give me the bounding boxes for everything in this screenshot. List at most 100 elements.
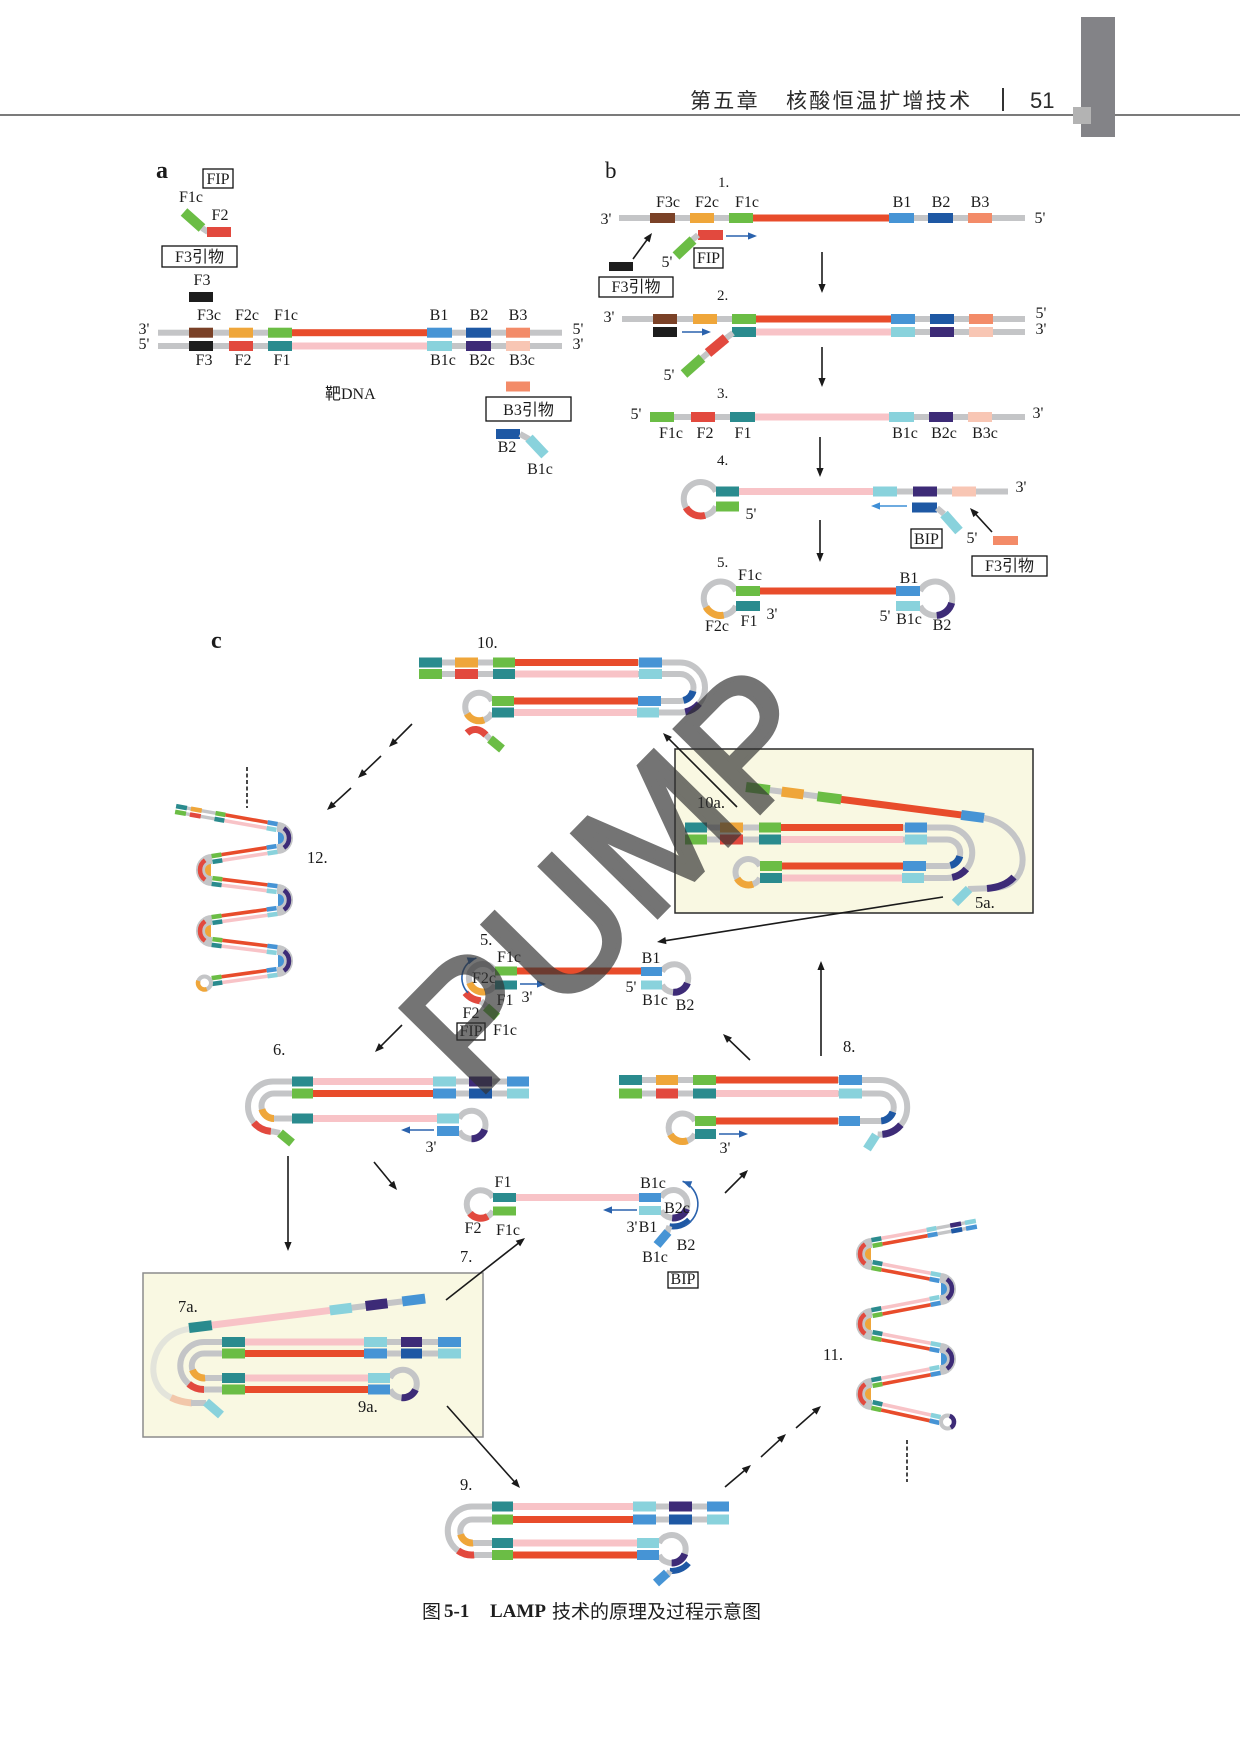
progression-arrow-head — [389, 738, 398, 747]
segment-B1c — [902, 873, 924, 883]
segment-label: B1 — [900, 570, 919, 587]
segment-B1 — [929, 1418, 940, 1426]
hairpin-turn — [444, 1503, 492, 1558]
outer-primer-label: F3引物 — [985, 557, 1034, 575]
primer-segment-F2 — [704, 334, 730, 357]
segment-B1c — [964, 1218, 977, 1226]
segment-F2 — [229, 341, 253, 351]
segment-F1c — [222, 1348, 245, 1359]
segment-F1 — [222, 1373, 245, 1383]
strand-target-antisense — [222, 974, 268, 985]
stem-loop — [732, 856, 763, 888]
progression-arrow — [361, 755, 382, 775]
segment-label: B1c — [430, 352, 456, 369]
strand-end-label: 3' — [767, 606, 778, 623]
strand-end-label: 3' — [139, 321, 150, 338]
segment-F1 — [759, 834, 781, 845]
primer-segment-B1c — [525, 434, 549, 459]
loop-region-B2c — [282, 949, 292, 973]
segment-B1c — [633, 1501, 656, 1512]
primer-segment-F1c — [482, 1003, 501, 1021]
loop-region-B2c — [672, 981, 691, 996]
segment-B1c — [707, 1514, 729, 1525]
segment-F1c — [211, 974, 222, 981]
extension-arrow-head — [702, 328, 711, 336]
loop-region-F2c — [865, 1318, 871, 1330]
segment-label: F1 — [497, 992, 514, 1009]
segment-B2 — [469, 1088, 492, 1099]
primer-segment-B2 — [669, 1561, 691, 1574]
segment-B1 — [707, 1501, 729, 1512]
strand-end-label: 5' — [664, 367, 675, 384]
segment-F1c — [268, 327, 292, 338]
segment-label: F2c — [472, 970, 496, 987]
strand-target-antisense — [755, 413, 889, 421]
segment-B1 — [638, 696, 661, 706]
stem-loop — [680, 479, 719, 519]
segment-label: B3 — [971, 194, 990, 211]
segment-B1c — [873, 486, 897, 497]
strand-target-sense — [513, 1551, 637, 1559]
strand-end-label: 5' — [573, 321, 584, 338]
segment-F1 — [492, 707, 514, 718]
loop-region-B2c — [948, 1413, 957, 1430]
segment-label: F3 — [194, 272, 211, 289]
progression-arrow-head — [663, 733, 672, 742]
loop-region-F2 — [682, 505, 707, 520]
panel-label: b — [605, 158, 617, 183]
segment-label: F1c — [493, 1022, 517, 1039]
strand-target-antisense — [221, 944, 267, 954]
progression-arrow — [392, 723, 413, 744]
stem-loop — [387, 1366, 420, 1401]
segment-B2c — [469, 1076, 492, 1087]
segment-B1c — [891, 327, 915, 337]
segment-B1 — [267, 820, 278, 827]
segment-label: F1c — [659, 425, 683, 442]
segment-B1c — [929, 1364, 940, 1372]
strand-target-antisense — [756, 328, 891, 336]
caption-number: 5-1 — [444, 1601, 470, 1622]
progression-arrow — [795, 1409, 818, 1429]
strand-target-sense — [514, 697, 638, 705]
segment-B1 — [965, 1224, 978, 1231]
segment-B3c — [506, 341, 530, 351]
extension-arrow-head — [401, 1126, 410, 1134]
segment-B3 — [968, 213, 992, 223]
segment-F2c — [720, 822, 743, 833]
segment-B1 — [637, 1550, 659, 1560]
segment-label: B1 — [639, 1219, 658, 1236]
loop-region-B2 — [682, 689, 697, 704]
segment-label: F2c — [695, 194, 719, 211]
segment-F2 — [691, 412, 715, 422]
strand-target-antisense — [513, 1539, 637, 1547]
step-arrow-head — [816, 553, 824, 562]
segment-F1c — [650, 412, 674, 422]
loop-region-B2c — [986, 874, 1017, 892]
strand-end-label: 3' — [1036, 321, 1047, 338]
stem-loop — [665, 1110, 698, 1145]
step-number: 9. — [460, 1475, 472, 1494]
header-rule — [0, 114, 1240, 116]
segment-F2c — [229, 327, 253, 338]
loop-region-F2c — [457, 1533, 474, 1547]
structure-9 — [444, 1501, 729, 1587]
backbone-link — [935, 505, 946, 517]
segment-F1c — [870, 1405, 882, 1413]
segment-B1 — [896, 586, 920, 596]
hairpin-turn — [926, 836, 964, 869]
progression-arrow — [760, 1437, 783, 1458]
primer-binding-arrow — [632, 237, 650, 260]
loop-region-F2 — [197, 919, 207, 943]
loop-region-F2c — [258, 1107, 275, 1122]
loop-region-B2c — [684, 701, 702, 716]
bip-primer-label: BIP — [914, 531, 939, 548]
strand-end-label: 3' — [627, 1219, 638, 1236]
strand-target-sense — [880, 1408, 930, 1423]
segment-label: F1c — [735, 194, 759, 211]
segment-label: F2 — [465, 1220, 482, 1237]
segment-F1 — [693, 1088, 716, 1099]
strand-target-sense — [221, 907, 267, 918]
strand-target-sense — [221, 845, 267, 857]
strand-end-label: 5' — [880, 608, 891, 625]
segment-label: F2 — [463, 1005, 480, 1022]
